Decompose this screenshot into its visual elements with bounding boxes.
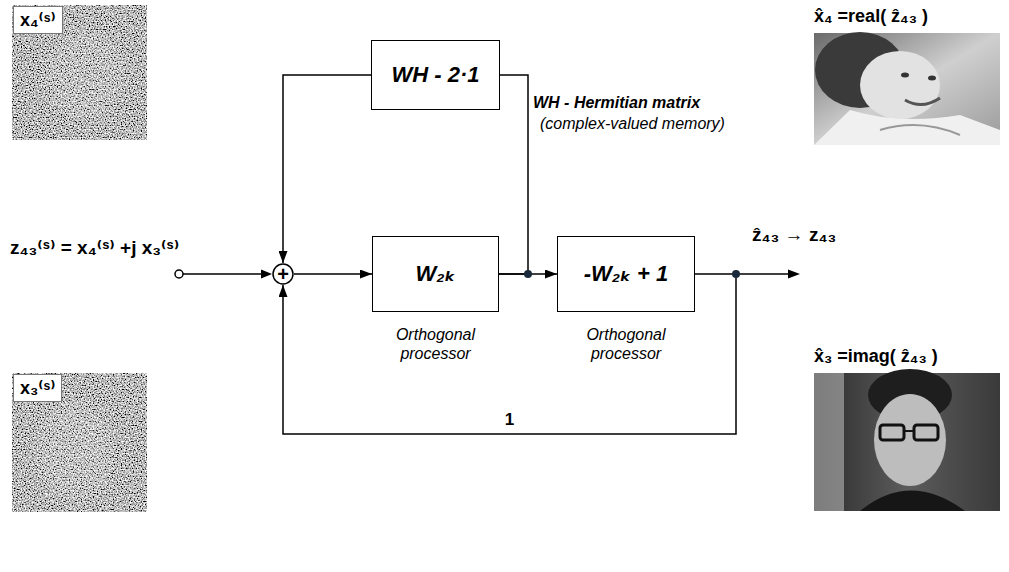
junction-dot <box>732 270 740 278</box>
input-signal: z₄₃⁽ˢ⁾ = x₄⁽ˢ⁾ +j x₃⁽ˢ⁾ <box>10 236 179 259</box>
sum-sign: + <box>272 263 294 285</box>
face-photo <box>814 32 1000 145</box>
box-caption: Orthogonal processor <box>373 325 498 363</box>
recalled-image: x̂₄ =real( ẑ₄₃ ) <box>814 33 1000 145</box>
edge-label: 1 <box>502 410 517 430</box>
sum-outline <box>273 264 293 284</box>
recalled-image: x̂₃ =imag( ẑ₄₃ ) <box>814 373 1000 511</box>
signal-wire <box>294 273 372 275</box>
input-wire <box>183 273 262 275</box>
noise-image <box>12 373 147 512</box>
input-arrowhead <box>261 270 272 279</box>
junction-dot <box>524 270 532 278</box>
processor-box: W₂ₖOrthogonal processor <box>372 236 499 312</box>
noisy-image: x₃⁽ˢ⁾ <box>12 373 147 512</box>
note: (complex-valued memory) <box>540 115 725 133</box>
image-label: x₃⁽ˢ⁾ <box>13 374 62 402</box>
image-heading: x̂₄ =real( ẑ₄₃ ) <box>814 6 928 27</box>
image-label: x₄⁽ˢ⁾ <box>13 6 63 34</box>
signal-wire <box>283 75 371 263</box>
summing-junction: + <box>272 263 294 285</box>
input-terminal <box>175 270 183 278</box>
face-photo <box>814 369 1000 511</box>
output-signal: ẑ₄₃ → z₄₃ <box>752 224 836 246</box>
box-caption: Orthogonal processor <box>558 325 694 363</box>
memory-box: WH - 2·1 <box>371 40 500 110</box>
noisy-image: x₄⁽ˢ⁾ <box>12 5 147 140</box>
matrix-expression: -W₂ₖ + 1 <box>584 261 669 287</box>
matrix-expression: W₂ₖ <box>416 261 456 287</box>
output-arrowhead <box>788 270 800 279</box>
note: WH - Hermitian matrix <box>533 94 700 112</box>
noise-image <box>12 5 147 140</box>
output-wire <box>736 273 790 275</box>
image-heading: x̂₃ =imag( ẑ₄₃ ) <box>814 346 938 367</box>
matrix-expression: WH - 2·1 <box>392 62 480 88</box>
processor-box: -W₂ₖ + 1Orthogonal processor <box>557 236 695 312</box>
signal-wire <box>499 75 528 274</box>
